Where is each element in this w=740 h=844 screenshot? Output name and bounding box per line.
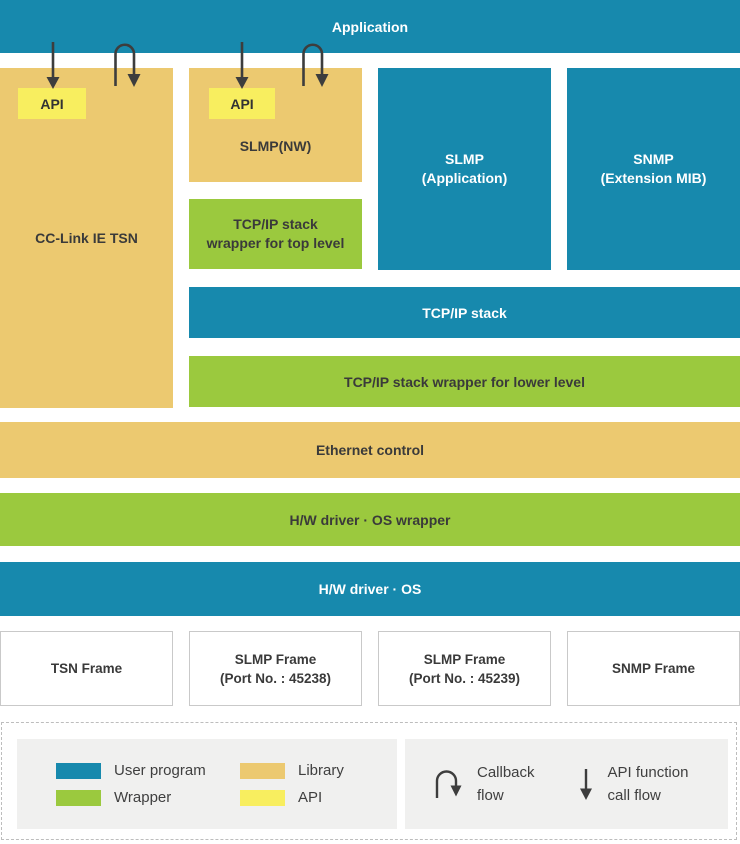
ethernet-control-block: Ethernet control (0, 422, 740, 478)
tsn-frame-line1: TSN Frame (50, 661, 123, 676)
tcpip-stack-block: TCP/IP stack (189, 287, 740, 338)
slmp-application-line2: (Application) (421, 170, 508, 186)
tcpip-wrapper-top-block: TCP/IP stack wrapper for top level (189, 199, 362, 269)
tcpip-stack-label: TCP/IP stack (422, 304, 507, 321)
hw-driver-os-label: H/W driver · OS (318, 581, 422, 597)
slmp-frame-45239-line2: (Port No. : 45239) (408, 670, 521, 686)
legend-item-library: Library (240, 762, 397, 780)
callback-flow-line2: flow (477, 787, 504, 804)
cclink-api-box: API (18, 88, 86, 119)
slmp-frame-45238-line2: (Port No. : 45238) (219, 670, 332, 686)
legend-item-api: API (240, 789, 397, 807)
legend-item-wrapper: Wrapper (56, 789, 240, 807)
ethernet-control-label: Ethernet control (315, 442, 425, 458)
hw-driver-os-wrapper-block: H/W driver · OS wrapper (0, 493, 740, 546)
legend-flow-panel: Callback flow API function call flow (405, 739, 728, 829)
api-call-flow-label: API function call flow (608, 761, 689, 807)
wrapper-label: Wrapper (114, 788, 172, 806)
cclink-ie-tsn-label: CC-Link IE TSN (35, 230, 138, 246)
snmp-frame-box: SNMP Frame (567, 631, 740, 706)
tcpip-wrapper-lower-label: TCP/IP stack wrapper for lower level (344, 373, 585, 390)
snmp-frame-line1: SNMP Frame (611, 661, 696, 676)
tcpip-wrapper-lower-block: TCP/IP stack wrapper for lower level (189, 356, 740, 407)
library-label: Library (298, 761, 344, 779)
tcpip-wrapper-top-line2: wrapper for top level (206, 235, 345, 251)
tsn-frame-box: TSN Frame (0, 631, 173, 706)
legend-color-panel: User program Library Wrapper API (17, 739, 397, 829)
slmp-api-box: API (209, 88, 275, 119)
slmp-frame-45238-line1: SLMP Frame (234, 651, 317, 667)
cclink-api-label: API (40, 95, 64, 112)
snmp-line1: SNMP (633, 151, 674, 167)
slmp-api-label: API (230, 95, 254, 112)
slmp-nw-block: SLMP(NW) (189, 68, 362, 182)
callback-flow-line1: Callback (477, 764, 535, 781)
api-swatch (240, 789, 285, 806)
slmp-frame-45238-box: SLMP Frame (Port No. : 45238) (189, 631, 362, 706)
slmp-frame-45239-line1: SLMP Frame (423, 651, 506, 667)
api-call-flow-line1: API function (607, 764, 689, 781)
hw-driver-os-block: H/W driver · OS (0, 562, 740, 616)
legend-box: User program Library Wrapper API (1, 722, 737, 840)
cclink-ie-tsn-block: CC-Link IE TSN (0, 68, 173, 408)
slmp-frame-45239-box: SLMP Frame (Port No. : 45239) (378, 631, 551, 706)
snmp-line2: (Extension MIB) (600, 170, 707, 186)
slmp-application-block: SLMP (Application) (378, 68, 551, 270)
user-program-swatch (56, 762, 101, 779)
legend-item-api-call-flow: API function call flow (579, 761, 689, 807)
down-arrow-icon (579, 769, 592, 800)
callback-flow-label: Callback flow (477, 761, 535, 807)
snmp-extension-mib-block: SNMP (Extension MIB) (567, 68, 740, 270)
tcpip-wrapper-top-line1: TCP/IP stack (233, 216, 318, 232)
application-label: Application (331, 18, 409, 35)
wrapper-swatch (56, 789, 101, 806)
legend-item-user-program: User program (56, 762, 240, 780)
application-block: Application (0, 0, 740, 53)
slmp-nw-label: SLMP(NW) (239, 138, 312, 154)
callback-arrow-icon (435, 770, 462, 798)
slmp-application-line1: SLMP (445, 151, 484, 167)
legend-item-callback-flow: Callback flow (434, 761, 535, 807)
hw-driver-os-wrapper-label: H/W driver · OS wrapper (289, 511, 451, 528)
library-swatch (240, 762, 285, 779)
api-label: API (298, 788, 323, 806)
api-call-flow-line2: call flow (607, 787, 661, 804)
user-program-label: User program (114, 761, 206, 779)
